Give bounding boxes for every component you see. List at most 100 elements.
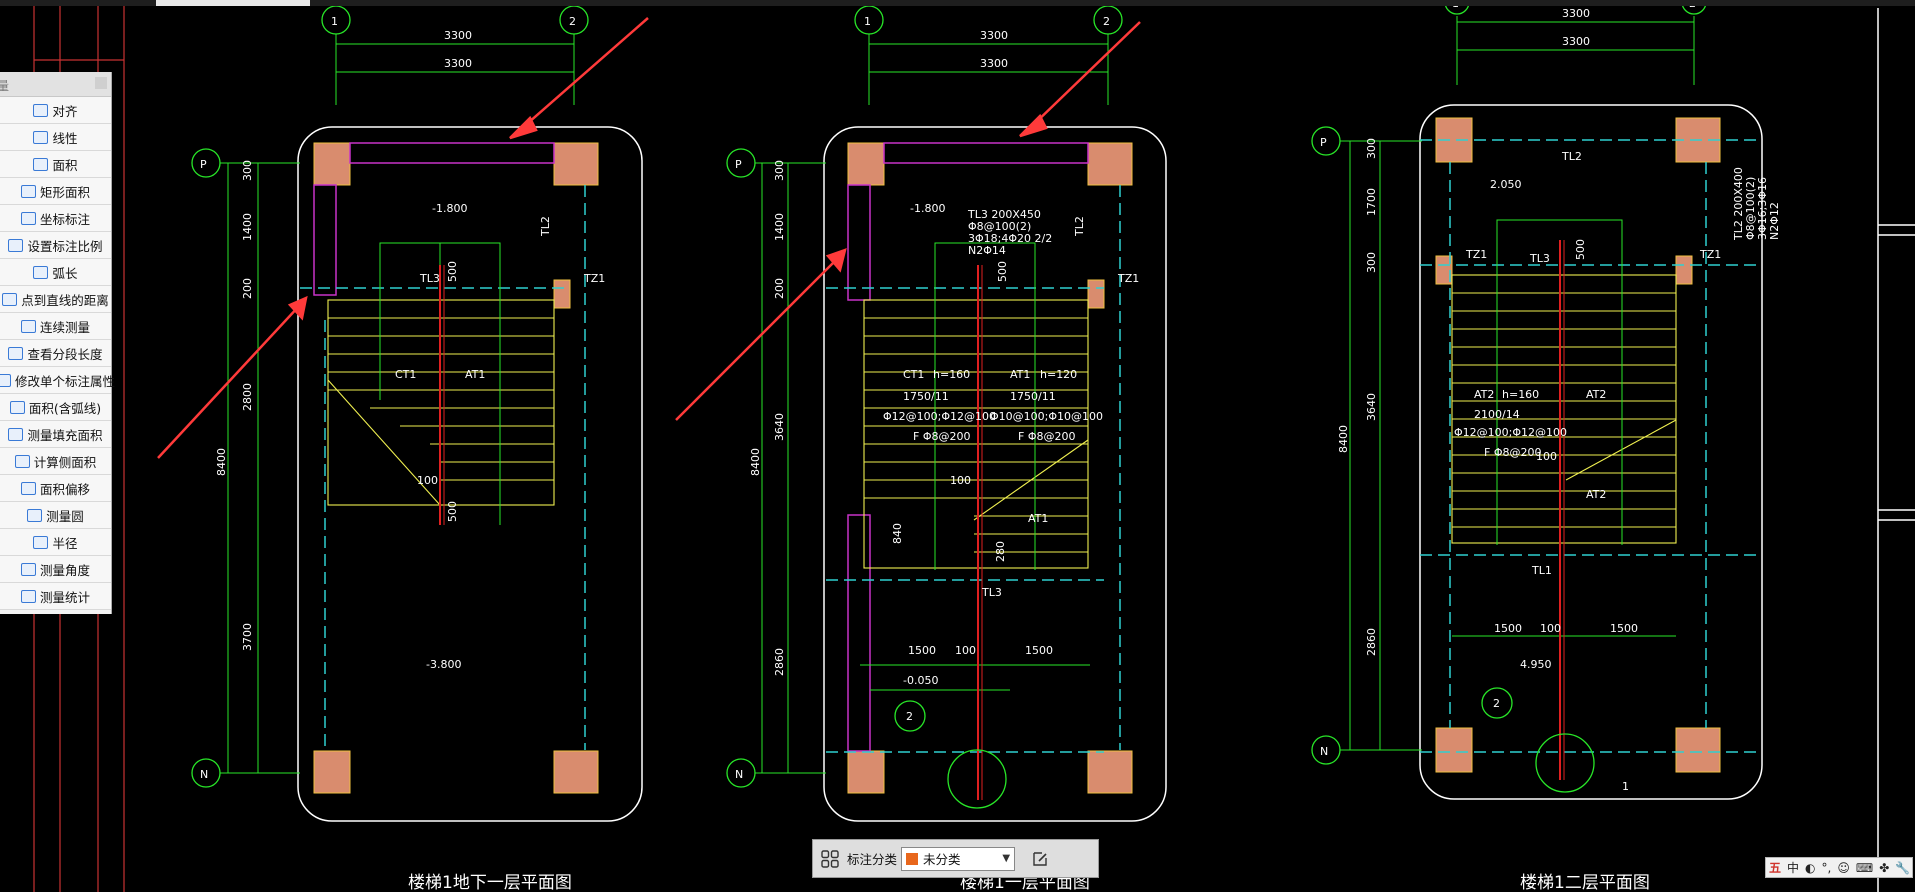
point-line-distance-icon	[2, 292, 18, 306]
plan3-label-tz1b: TZ1	[1699, 248, 1721, 261]
plan2-label-at1b: AT1	[1028, 512, 1048, 525]
continuous-measure-icon	[20, 319, 36, 333]
plan3-dim-total: 8400	[1337, 425, 1350, 453]
circle-measure-icon	[27, 508, 43, 522]
tool-statistics[interactable]: 测量统计	[0, 583, 111, 610]
tool-area-offset[interactable]: 面积偏移	[0, 475, 111, 502]
plan2-label-rebar1: Φ8@100(2)	[968, 220, 1031, 233]
plan3-label-at2b: AT2	[1586, 388, 1606, 401]
area-icon	[33, 157, 49, 171]
plan3-axis-N: N	[1320, 745, 1328, 758]
plan2-dim-top-a: 3300	[980, 29, 1008, 42]
plan3-dim-l4: 3640	[1365, 393, 1378, 421]
radius-icon	[33, 535, 49, 549]
plan1-label-500a: 500	[446, 261, 459, 282]
tool-angle[interactable]: 测量角度	[0, 556, 111, 583]
tool-fill-area[interactable]: 测量填充面积	[0, 421, 111, 448]
tool-coordinate[interactable]: 坐标标注	[0, 205, 111, 232]
ime-status-bar[interactable]: 五 中 ◐ °, ☺ ⌨ ✤ 🔧	[1765, 857, 1913, 878]
tool-arc-area[interactable]: 面积(含弧线)	[0, 394, 111, 421]
plan1-dim-top-b: 3300	[444, 57, 472, 70]
plan1-level-2: -3.800	[426, 658, 461, 671]
tool-point-line[interactable]: 点到直线的距离	[0, 286, 111, 313]
active-tab-strip[interactable]	[156, 0, 310, 6]
tool-radius[interactable]: 半径	[0, 529, 111, 556]
segment-length-icon	[8, 346, 24, 360]
tool-side-area[interactable]: 计算侧面积	[0, 448, 111, 475]
chevron-down-icon: ▼	[1002, 853, 1011, 864]
tool-scale[interactable]: 设置标注比例	[0, 232, 111, 259]
tool-edit-annotation[interactable]: 修改单个标注属性	[0, 367, 115, 394]
plan1-label-500b: 500	[446, 501, 459, 522]
linear-dimension-icon	[33, 130, 49, 144]
plan2-dim-l5: 2860	[773, 648, 786, 676]
plan3-dim-l5: 2860	[1365, 628, 1378, 656]
category-color-swatch	[906, 852, 919, 865]
plan2-label-rebar2: 3Φ18;4Φ20 2/2	[968, 232, 1052, 245]
plan2-label-tz1: TZ1	[1117, 272, 1139, 285]
ime-logo-icon: 五	[1769, 861, 1782, 875]
tool-align[interactable]: 对齐	[0, 97, 111, 124]
tool-circle[interactable]: 测量圆	[0, 502, 111, 529]
ime-mode-chinese[interactable]: 中	[1787, 861, 1800, 875]
plan3-label-rebar-a: Φ12@100;Φ12@100	[1454, 426, 1567, 439]
grid-layout-button[interactable]	[813, 840, 847, 877]
plan1-label-tl2: TL2	[539, 216, 552, 237]
plan3-label-at2a: AT2	[1474, 388, 1494, 401]
moon-icon[interactable]: ◐	[1805, 860, 1816, 875]
plan3-label-rebar2: 3Φ16;3Φ16	[1756, 177, 1769, 240]
plan3-level-2: 4.950	[1520, 658, 1552, 671]
tool-continuous[interactable]: 连续测量	[0, 313, 111, 340]
plan2-label-step-b: 1750/11	[1010, 390, 1056, 403]
plan1-axis-P: P	[200, 158, 207, 171]
plan3-dim-top-a: 3300	[1562, 7, 1590, 20]
plan3-dim-l1: 300	[1365, 138, 1378, 159]
grid-icon	[821, 849, 839, 868]
plan1-dim-l2: 1400	[241, 213, 254, 241]
plan2-label-100b: 100	[955, 644, 976, 657]
plan3-label-rebar3: N2Φ12	[1768, 202, 1781, 240]
plan3-label-detail: 2	[1493, 697, 1500, 710]
tool-arc-length[interactable]: 弧长	[0, 259, 111, 286]
right-frame	[1877, 8, 1915, 892]
plan2-label-500: 500	[996, 261, 1009, 282]
plan3-level-1: 2.050	[1490, 178, 1522, 191]
plan1-axis-1: 1	[331, 15, 338, 28]
plan1-axis-2: 2	[569, 15, 576, 28]
plan1-dim-top-a: 3300	[444, 29, 472, 42]
plan1-label-at1: AT1	[465, 368, 485, 381]
top-title-strip	[0, 0, 1915, 6]
plan3-label-1500b: 1500	[1610, 622, 1638, 635]
plan3-label-tl2: TL2	[1561, 150, 1582, 163]
plan3-label-100: 100	[1536, 450, 1557, 463]
tool-rect-area[interactable]: 矩形面积	[0, 178, 111, 205]
edit-category-button[interactable]	[1023, 840, 1057, 877]
plan3-label-1b: 1	[1622, 780, 1629, 793]
measure-tool-panel: 量 对齐 线性 面积 矩形面积 坐标标注 设置标注比例 弧长 点到直线的距离 连…	[0, 72, 115, 614]
plan3-label-f: F Φ8@200	[1484, 446, 1541, 459]
measure-panel-header[interactable]: 量	[0, 72, 111, 97]
plan2-label-1500b: 1500	[1025, 644, 1053, 657]
coordinate-icon	[20, 211, 36, 225]
tool-area[interactable]: 面积	[0, 151, 111, 178]
wrench-icon[interactable]: 🔧	[1895, 860, 1911, 875]
plan2-label-f-a: F Φ8@200	[913, 430, 970, 443]
plan2-label-ct1: CT1	[903, 368, 924, 381]
plan2-dim-total: 8400	[749, 448, 762, 476]
punctuation-icon[interactable]: °,	[1821, 860, 1832, 875]
plan1-dim-l1: 300	[241, 160, 254, 181]
tool-segment-length[interactable]: 查看分段长度	[0, 340, 111, 367]
plan2-level-1: -1.800	[910, 202, 945, 215]
annotation-category-select[interactable]: 未分类 ▼	[901, 846, 1016, 871]
panel-close-icon[interactable]	[95, 77, 107, 89]
plan2-dim-l1: 300	[773, 160, 786, 181]
plan1-dim-l4: 2800	[241, 383, 254, 411]
keyboard-icon[interactable]: ⌨	[1855, 860, 1874, 875]
stair-plan-1: 1 2 3300 3300 P N 8400 300 1400 200 2800…	[157, 5, 649, 892]
measure-panel-title: 量	[0, 79, 10, 93]
annotation-category-value: 未分类	[923, 852, 961, 867]
skin-icon[interactable]: ✤	[1879, 860, 1890, 875]
tool-linear[interactable]: 线性	[0, 124, 111, 151]
emoji-icon[interactable]: ☺	[1837, 860, 1850, 875]
